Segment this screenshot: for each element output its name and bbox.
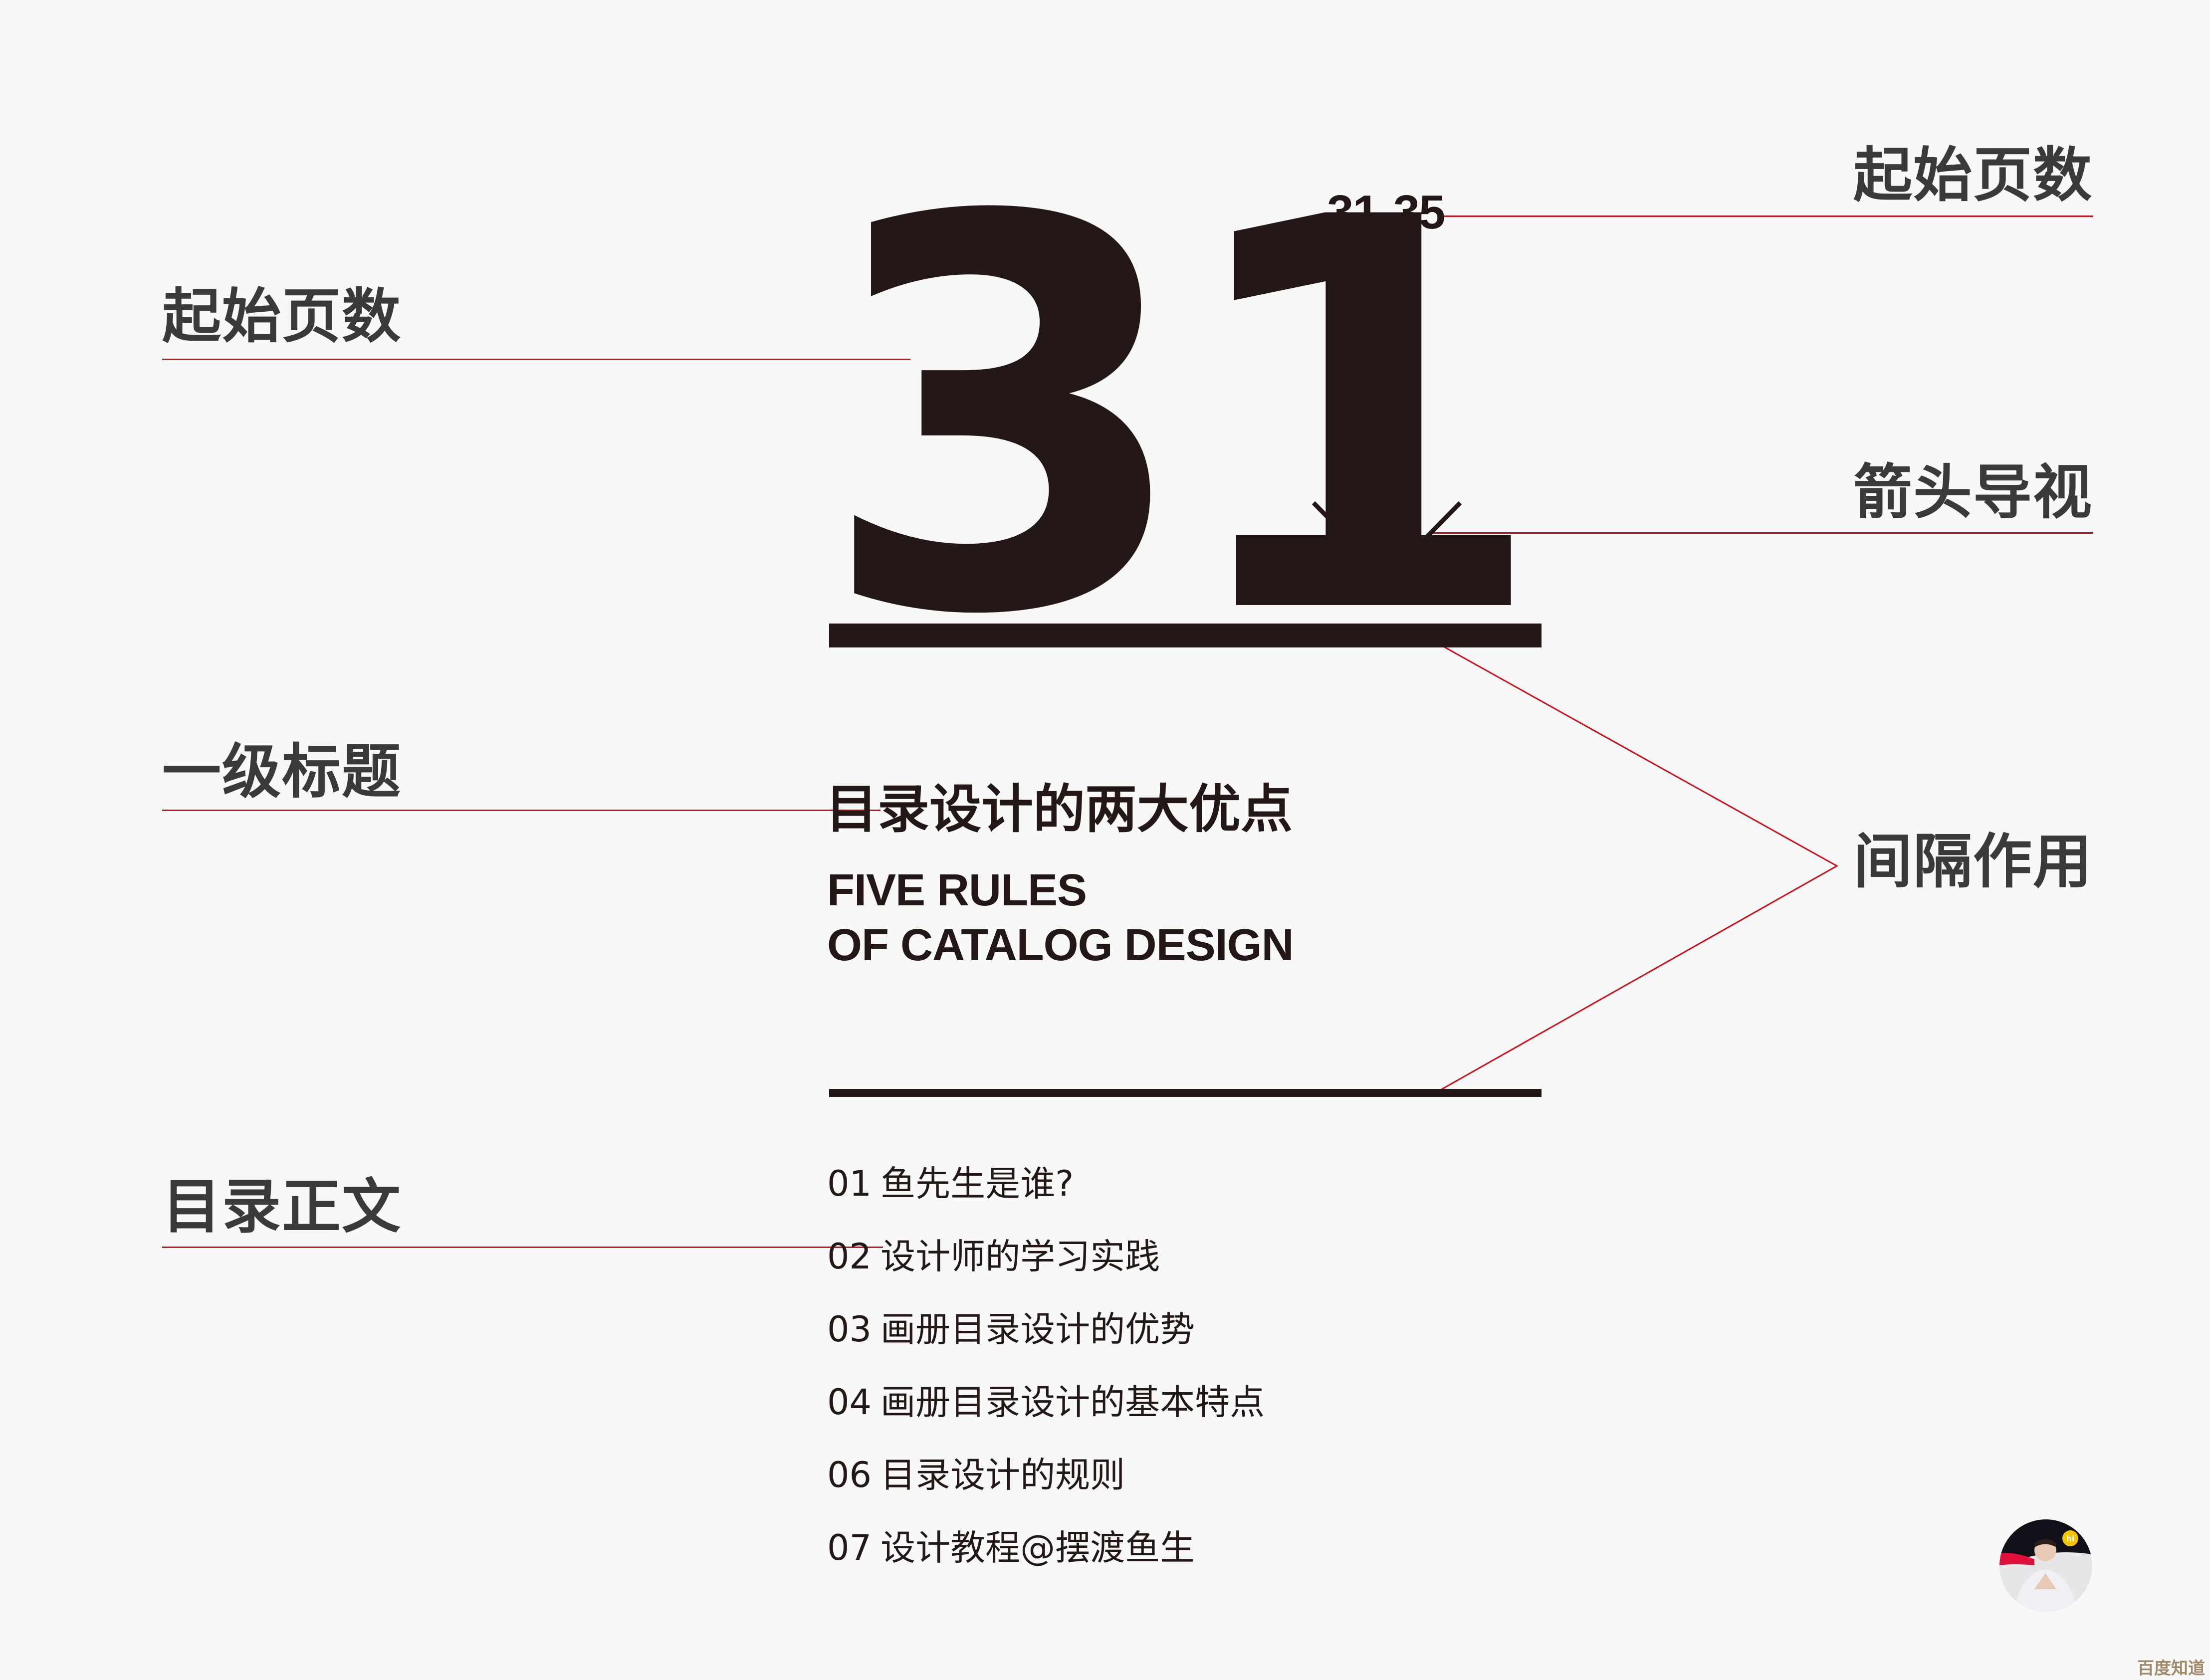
svg-text:hi: hi [2066,1534,2075,1543]
avatar[interactable]: hi [1999,1519,2092,1612]
bottom-divider-bar [829,1089,1542,1097]
annotation-line-arrow-guide [1433,532,2093,534]
page-range: 31-35 [1327,186,1446,239]
avatar-portrait-icon: hi [1999,1519,2092,1612]
label-arrow-guide: 箭头导视 [1853,458,2093,527]
top-divider-bar [829,624,1542,647]
level1-heading-en-line2: OF CATALOG DESIGN [827,920,1294,970]
watermark: 百度知道 [2137,1659,2205,1679]
annotation-line-start-page-left [162,359,910,360]
annotation-line-toc-body [162,1247,883,1248]
annotation-line-start-page-right [1443,215,2093,217]
label-start-page-right: 起始页数 [1853,141,2093,210]
annotation-line-level1-heading [162,810,881,811]
start-page-number: 31 [818,105,1548,732]
label-spacing-function: 间隔作用 [1853,827,2093,896]
chevron-down-icon [1312,501,1462,581]
label-toc-body: 目录正文 [162,1172,402,1241]
level1-heading-cn: 目录设计的两大优点 [826,779,1293,840]
label-level1-heading: 一级标题 [162,737,402,806]
label-start-page-left: 起始页数 [162,282,402,351]
level1-heading-en-line1: FIVE RULES [827,865,1087,915]
